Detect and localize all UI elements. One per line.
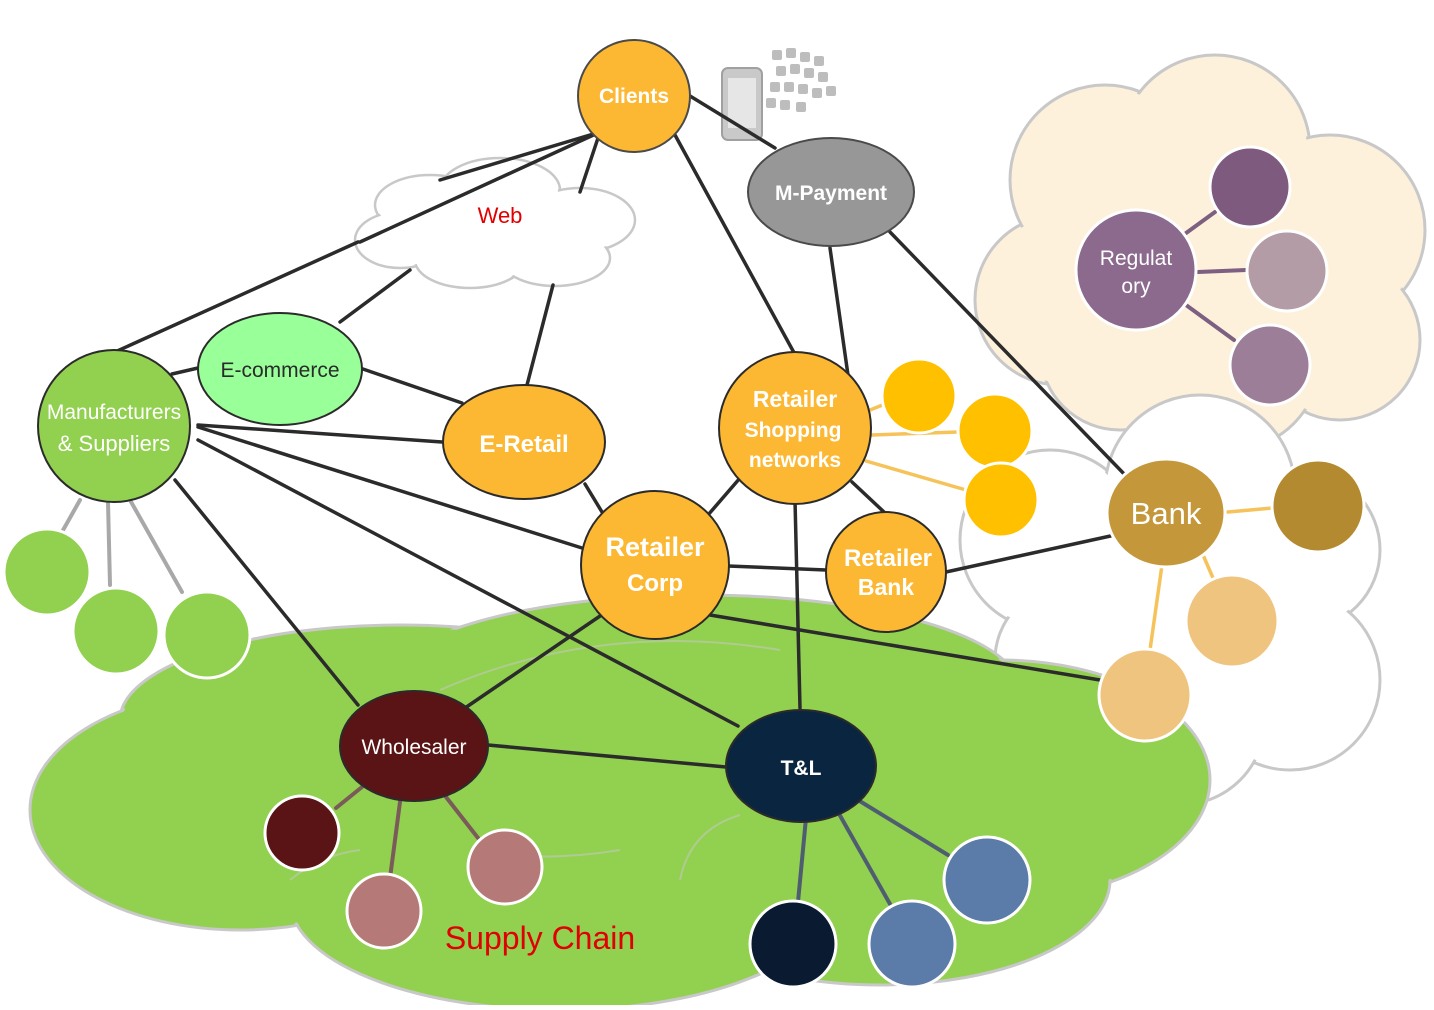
wholesaler-child-1 — [263, 794, 341, 872]
e-retail-label: E-Retail — [479, 431, 568, 458]
regulatory-child-2 — [1245, 229, 1329, 313]
manufacturer-child-2 — [71, 586, 161, 676]
bank-label: Bank — [1131, 496, 1202, 531]
tl-label: T&L — [781, 757, 822, 780]
supply-chain-label: Supply Chain — [445, 920, 635, 956]
bank-child-2 — [1184, 573, 1280, 669]
manufacturer-child-1 — [2, 527, 92, 617]
manufacturer-child-nodes — [2, 527, 252, 680]
wholesaler-child-nodes — [263, 794, 544, 950]
ecommerce-node[interactable]: E-commerce — [197, 312, 363, 426]
wholesaler-label: Wholesaler — [361, 736, 466, 759]
tl-child-2 — [867, 899, 957, 989]
e-retail-node[interactable]: E-Retail — [442, 384, 606, 500]
connections — [113, 94, 1130, 769]
m-payment-label: M-Payment — [775, 182, 887, 205]
retailer-corp-line1: Retailer — [605, 532, 705, 562]
clients-node[interactable]: Clients — [577, 39, 691, 153]
bank-child-1 — [1270, 458, 1366, 554]
regulatory-node[interactable]: Regulat ory — [1074, 208, 1198, 332]
retailer-corp-node[interactable]: Retailer Corp — [580, 490, 730, 640]
retailer-shopping-line1: Retailer — [753, 386, 837, 412]
shopping-child-2 — [956, 392, 1034, 470]
m-payment-node[interactable]: M-Payment — [747, 137, 915, 247]
shopping-child-1 — [880, 357, 958, 435]
wholesaler-child-2 — [345, 872, 423, 950]
manufacturers-label-line2: & Suppliers — [58, 431, 171, 456]
tl-node[interactable]: T&L — [725, 709, 877, 823]
retailer-corp-line2: Corp — [627, 570, 683, 597]
regulatory-line2: ory — [1121, 275, 1151, 298]
regulatory-child-nodes — [1208, 145, 1329, 407]
wholesaler-child-3 — [466, 828, 544, 906]
shopping-child-3 — [962, 461, 1040, 539]
manufacturers-label-line1: Manufacturers — [47, 401, 181, 424]
ecommerce-label: E-commerce — [220, 359, 339, 382]
clients-label: Clients — [599, 85, 669, 108]
tl-child-nodes — [748, 835, 1032, 989]
tl-child-3 — [942, 835, 1032, 925]
retailer-shopping-node[interactable]: Retailer Shopping networks — [718, 351, 872, 505]
manufacturer-child-3 — [162, 590, 252, 680]
retailer-shopping-line3: networks — [749, 449, 841, 472]
manufacturers-node[interactable]: Manufacturers & Suppliers — [37, 349, 191, 503]
tl-child-1 — [748, 899, 838, 989]
bank-child-3 — [1097, 647, 1193, 743]
shopping-network-child-nodes — [880, 357, 1040, 539]
bank-child-nodes — [1097, 458, 1366, 743]
retailer-bank-line2: Bank — [858, 574, 914, 600]
wholesaler-node[interactable]: Wholesaler — [339, 690, 489, 802]
bank-node[interactable]: Bank — [1105, 457, 1227, 569]
regulatory-child-1 — [1208, 145, 1292, 229]
retailer-bank-line1: Retailer — [844, 545, 932, 572]
regulatory-line1: Regulat — [1100, 247, 1173, 270]
retailer-bank-node[interactable]: Retailer Bank — [825, 511, 947, 633]
regulatory-child-3 — [1228, 323, 1312, 407]
web-label: Web — [478, 203, 523, 228]
retailer-shopping-line2: Shopping — [745, 419, 842, 442]
